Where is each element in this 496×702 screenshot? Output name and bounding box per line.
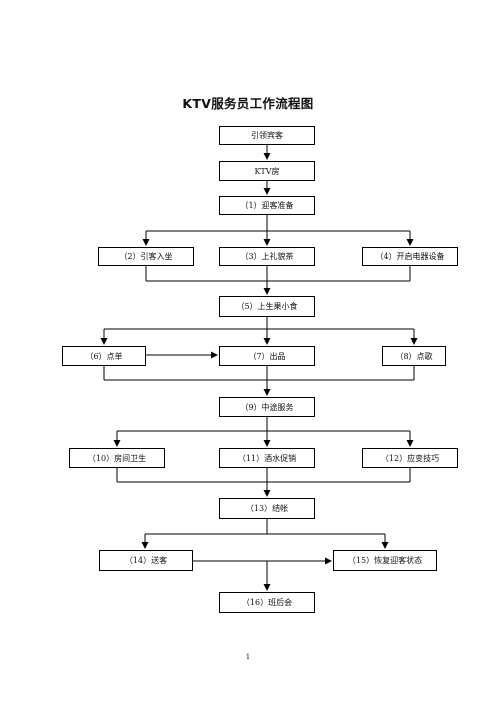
node-n10: （8）点歌	[382, 346, 446, 366]
page-title: KTV服务员工作流程图	[182, 96, 314, 111]
node-n3: （1）迎客准备	[219, 196, 315, 215]
node-n18: （16）班后会	[219, 592, 315, 613]
node-n6: （4）开启电器设备	[362, 247, 458, 266]
node-n11: （9）中途服务	[219, 397, 315, 417]
node-n14: （12）应变技巧	[362, 448, 458, 468]
node-n2: KTV房	[219, 161, 315, 181]
node-n13: （11）酒水促销	[219, 448, 315, 468]
node-n17: （15）恢复迎客状态	[333, 550, 437, 571]
page-number: 1	[245, 653, 251, 661]
node-n4: （2）引客入坐	[98, 247, 194, 266]
node-n16: （14）送客	[99, 550, 193, 571]
node-n1: 引领宾客	[219, 126, 315, 145]
node-n8: （6）点单	[62, 346, 146, 366]
node-n5: （3）上礼貌茶	[219, 247, 315, 266]
node-n15: （13）结帐	[219, 498, 315, 519]
node-n12: （10）房间卫生	[69, 448, 165, 468]
node-n9: （7）出品	[219, 346, 315, 366]
node-n7: （5）上生果小食	[219, 296, 315, 317]
